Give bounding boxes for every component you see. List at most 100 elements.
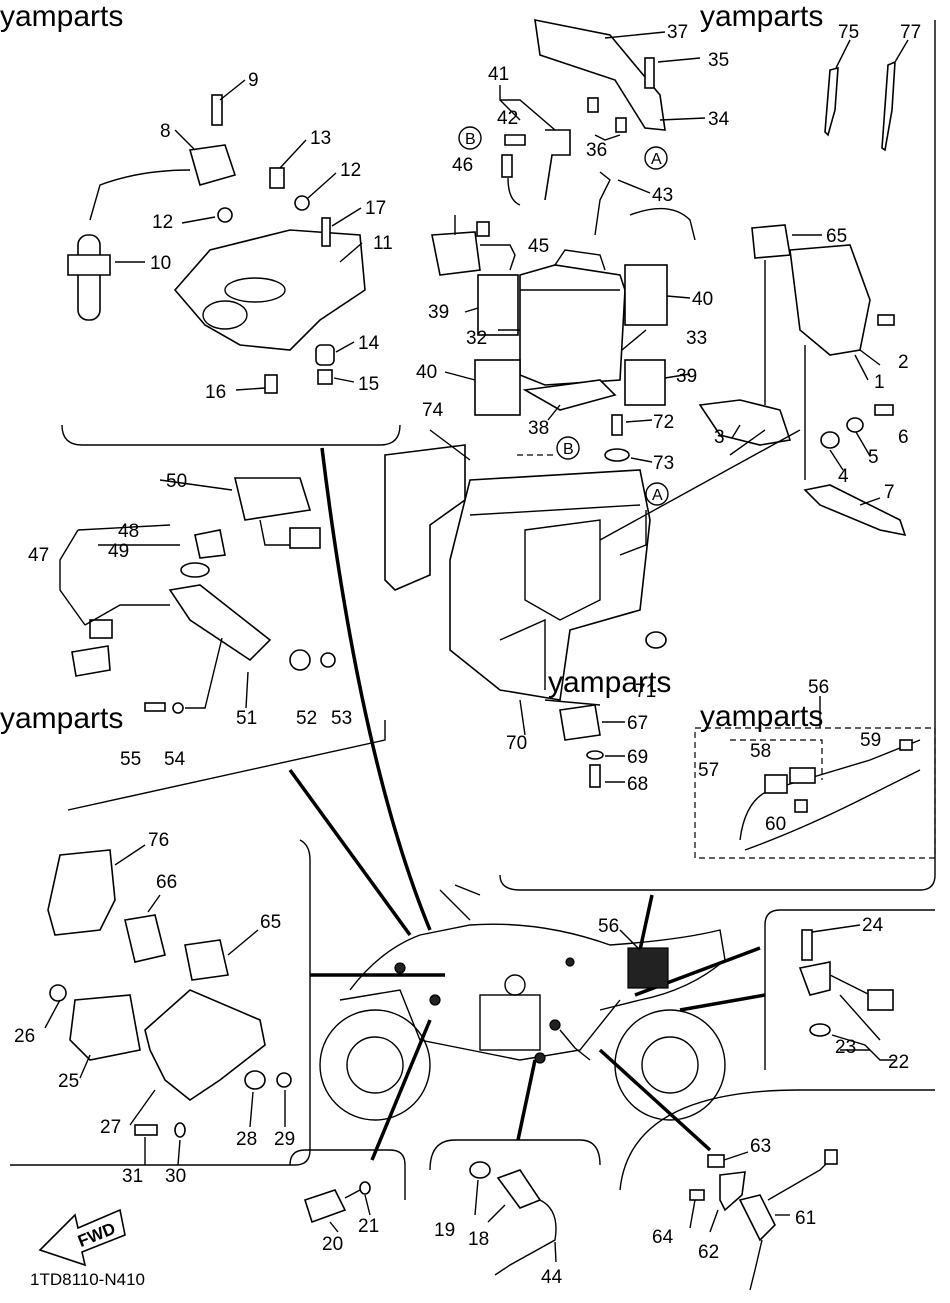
callout-28: 28 [236, 1129, 257, 1150]
connector-65 [751, 224, 791, 259]
callout-77: 77 [900, 22, 921, 43]
bolt-35 [644, 57, 655, 89]
grommet-71 [645, 631, 667, 649]
callout-44: 44 [541, 1267, 563, 1288]
pad-39a [477, 274, 519, 336]
bracket-62 [719, 1171, 746, 1212]
callout-75: 75 [838, 22, 859, 43]
callout-12b: 12 [340, 160, 361, 181]
damper-52 [289, 649, 311, 671]
pad-38 [522, 379, 617, 411]
connector-58b [789, 767, 816, 784]
callout-25: 25 [58, 1071, 79, 1092]
callout-65: 65 [826, 226, 847, 247]
callout-56: 56 [808, 677, 829, 698]
damper-36a [587, 97, 599, 113]
callout-72: 72 [653, 412, 674, 433]
callout-39: 39 [428, 302, 449, 323]
damper-36b [615, 117, 627, 133]
callout-21: 21 [358, 1216, 379, 1237]
bolt-68 [589, 764, 601, 788]
callout-20: 20 [322, 1234, 343, 1255]
fuse-45 [476, 221, 490, 237]
callout-61: 61 [795, 1208, 816, 1229]
cable-tie-77 [881, 60, 896, 152]
connector-65b [184, 939, 229, 981]
o-ring-23 [809, 1023, 831, 1037]
callout-14: 14 [358, 333, 380, 354]
callout-70: 70 [506, 733, 527, 754]
callout-12: 12 [152, 212, 173, 233]
grommet-12b [294, 195, 310, 211]
cover-42 [504, 134, 526, 146]
leader-battery [638, 894, 654, 951]
callout-23: 23 [835, 1037, 856, 1058]
circle-label-a1: A [651, 151, 662, 168]
callout-68: 68 [627, 774, 648, 795]
leader-speed [370, 1019, 432, 1161]
cover-74 [384, 444, 466, 591]
callout-60: 60 [765, 814, 786, 835]
bolt-26 [49, 984, 67, 1002]
o-ring-21 [359, 1181, 371, 1195]
bolt-2 [877, 314, 895, 326]
callout-30: 30 [165, 1166, 186, 1187]
terminal-cover-41 [544, 129, 571, 201]
callout-37: 37 [667, 22, 688, 43]
harness-box-56 [694, 727, 936, 859]
callout-22: 22 [888, 1052, 909, 1073]
battery-group [384, 18, 936, 859]
damper-4 [820, 431, 840, 449]
callout-1: 1 [874, 372, 885, 393]
fuse-box-45 [431, 231, 481, 276]
callout-71: 71 [635, 681, 656, 702]
sensor-61 [738, 1194, 776, 1242]
callout-69: 69 [627, 747, 648, 768]
callout-62: 62 [698, 1242, 719, 1263]
callout-27: 27 [100, 1117, 121, 1138]
pad-40a [624, 264, 668, 326]
connector-66 [124, 914, 166, 963]
bolt-6 [874, 404, 894, 416]
callout-4: 4 [838, 466, 849, 487]
callout-53: 53 [331, 708, 352, 729]
bracket-27 [144, 989, 266, 1101]
gasket-19 [469, 1161, 491, 1179]
watermark: yamparts [0, 0, 123, 33]
callout-42: 42 [497, 108, 518, 129]
callout-49: 49 [108, 541, 129, 562]
watermark: yamparts [0, 702, 123, 735]
callout-63: 63 [750, 1136, 771, 1157]
callout-34: 34 [708, 109, 730, 130]
callout-16: 16 [205, 382, 226, 403]
connector-50 [289, 527, 321, 549]
panel-neutral-switch [764, 909, 935, 1070]
washer-69 [586, 750, 604, 760]
callout-47: 47 [28, 545, 49, 566]
bolt-55 [144, 702, 166, 712]
diagram-code: 1TD8110-N410 [30, 1270, 145, 1289]
speed-sensor-group [303, 1181, 371, 1233]
main-switch-group [59, 477, 336, 714]
handlebar-switch-50 [233, 477, 312, 521]
callout-73: 73 [653, 453, 674, 474]
bolt-31 [134, 1124, 158, 1136]
callout-48: 48 [118, 521, 139, 542]
callout-38: 38 [528, 418, 549, 439]
callout-50: 50 [166, 471, 187, 492]
callout-65b: 65 [260, 912, 281, 933]
callout-15: 15 [358, 374, 379, 395]
relay-67 [559, 704, 601, 741]
regulator-group [44, 844, 292, 1166]
damper-14 [315, 344, 335, 366]
collar-5 [846, 417, 864, 433]
clip-13 [269, 167, 285, 189]
callout-8: 8 [160, 121, 171, 142]
connector-22 [867, 989, 894, 1011]
callout-76: 76 [148, 830, 169, 851]
bracket-plate [173, 229, 366, 351]
screw-9 [211, 94, 223, 126]
callout-26: 26 [14, 1026, 35, 1047]
circle-label-b1: B [465, 131, 476, 148]
